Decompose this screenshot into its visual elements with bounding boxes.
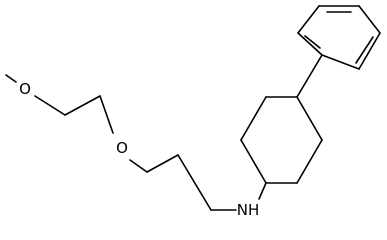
bond-ring-4	[296, 96, 323, 141]
bond-c4-c5	[177, 154, 212, 211]
bond-phenyl-2	[297, 5, 320, 34]
phenyl-ring	[296, 5, 381, 98]
bond-o2-c3	[129, 159, 148, 173]
bond-phenyl-inner-2	[355, 36, 374, 64]
bond-ring-1	[240, 139, 267, 184]
bond-phenyl-inner-3	[304, 35, 321, 49]
bond-c2-o2	[99, 95, 114, 134]
bond-phenyl-5	[358, 32, 381, 70]
bond-methyl-o1	[5, 74, 17, 83]
bond-o1-c1	[34, 95, 66, 116]
bond-ring-5	[296, 139, 323, 184]
bond-c3-c4	[146, 154, 179, 173]
bond-c1-c2	[64, 95, 101, 116]
atom-oxygen-1: O	[19, 80, 31, 98]
atom-oxygen-2: O	[116, 139, 128, 157]
chemical-structure: O O NH	[5, 5, 381, 219]
bond-ring-2	[240, 96, 267, 141]
cyclohexyl-ring	[240, 96, 323, 200]
propyl-chain	[146, 154, 237, 211]
bond-n-ring	[258, 182, 267, 200]
bond-phenyl-4	[358, 5, 381, 34]
methoxy-ethoxy-chain	[5, 74, 148, 173]
atom-amine: NH	[237, 201, 260, 219]
bond-ring-phenyl	[296, 54, 323, 98]
bond-phenyl-6	[321, 54, 360, 70]
bond-phenyl-1	[297, 32, 323, 56]
